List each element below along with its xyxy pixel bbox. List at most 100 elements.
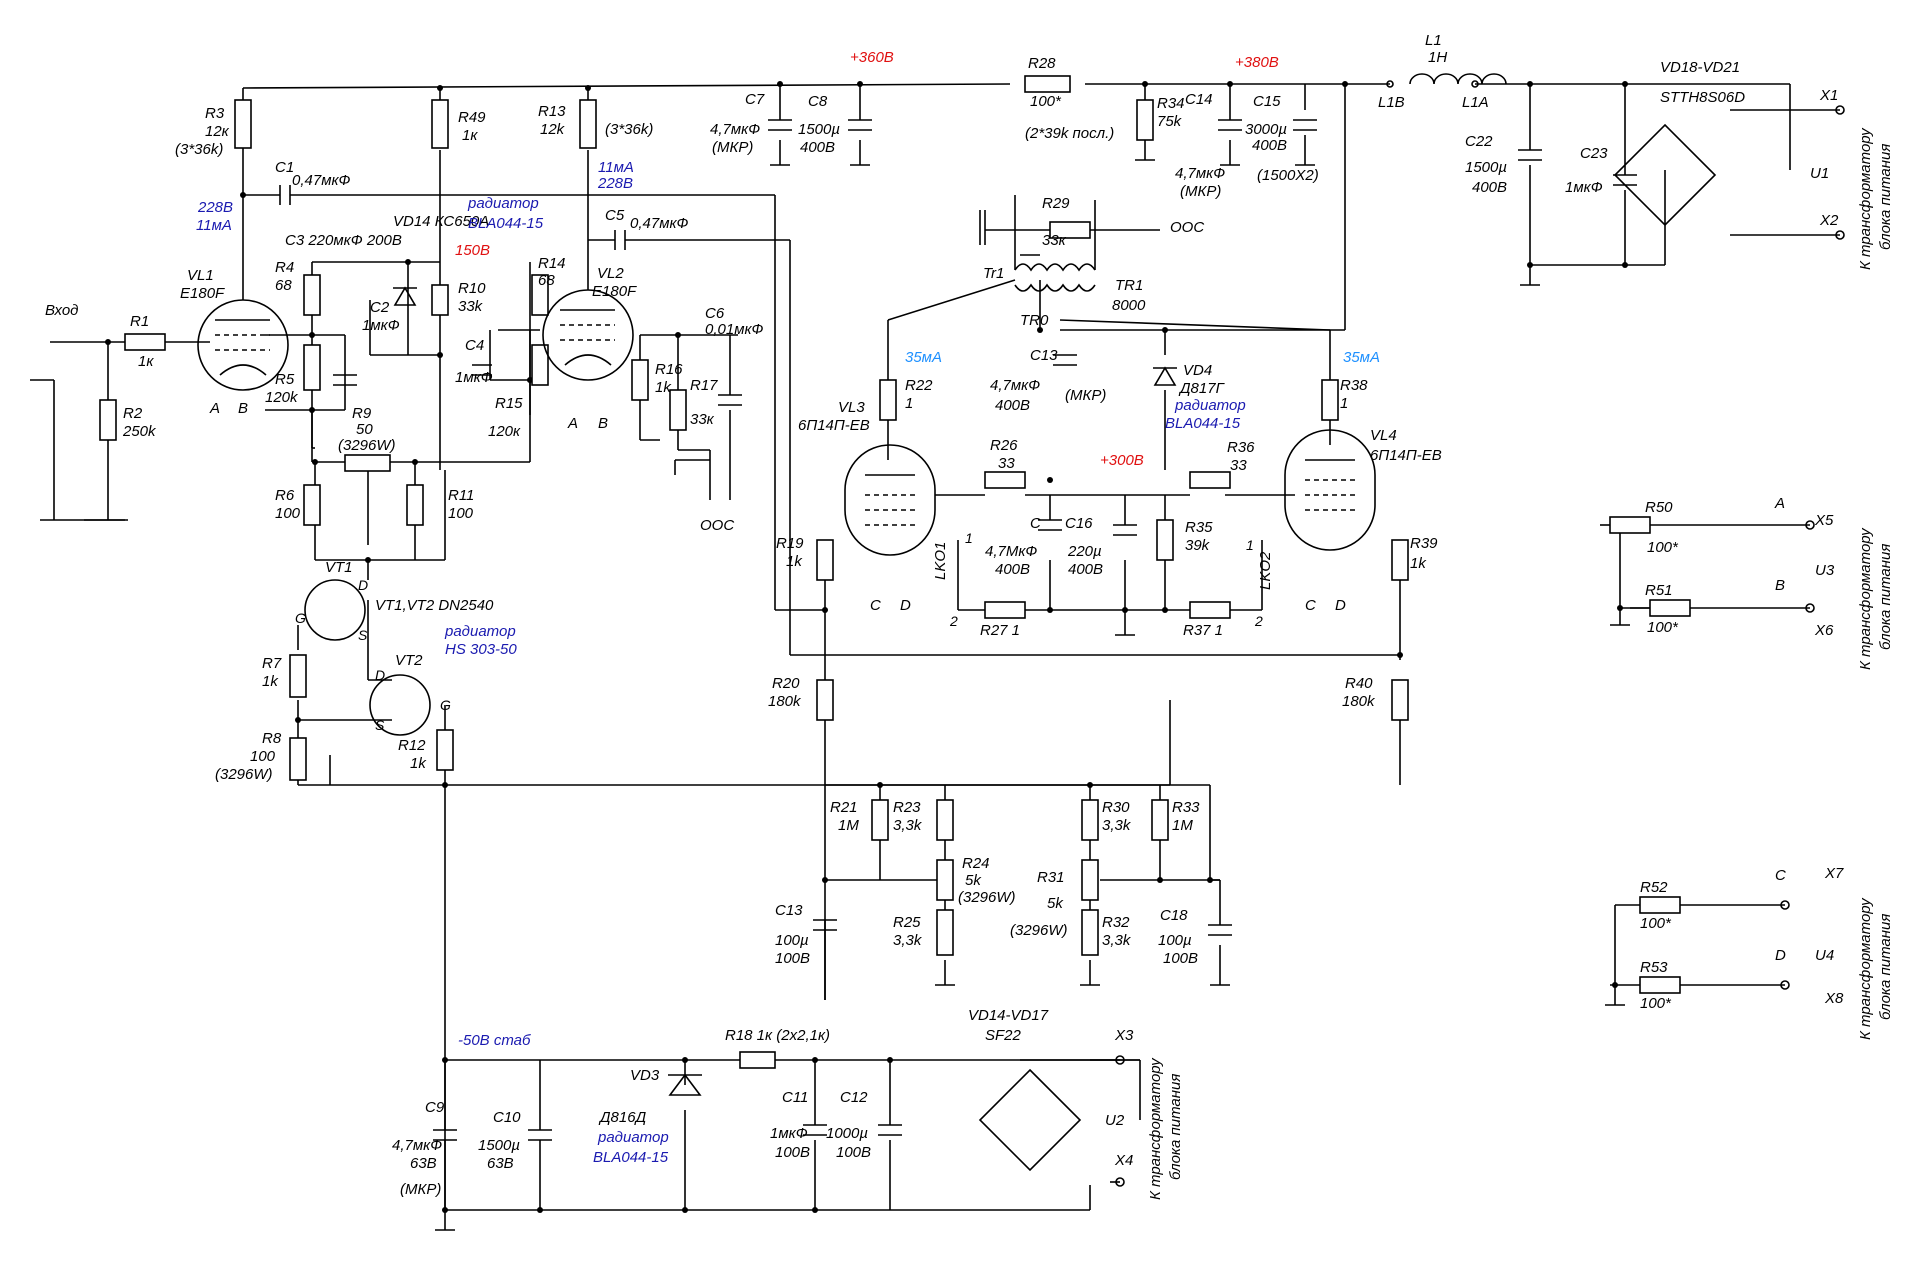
c13b-voltage: 100В xyxy=(775,950,810,967)
r12-value: 1k xyxy=(410,755,427,772)
c4-value: 1мкФ xyxy=(455,369,493,386)
r40-name: R40 xyxy=(1345,675,1373,692)
c14-note: (МКР) xyxy=(1180,183,1221,200)
inductor-l1 xyxy=(1386,73,1507,88)
c11-voltage: 100В xyxy=(775,1144,810,1161)
rail-360v: +360В xyxy=(850,49,894,66)
x6-label: X6 xyxy=(1814,622,1834,639)
r20-value: 180k xyxy=(768,693,802,710)
rail-300v: +300В xyxy=(1100,452,1144,469)
c9-voltage: 63В xyxy=(410,1155,437,1172)
r39-name: R39 xyxy=(1410,535,1438,552)
vl1-pin-b: B xyxy=(238,400,248,417)
c8-value: 1500µ xyxy=(798,121,840,138)
r52-name: R52 xyxy=(1640,879,1668,896)
c5-value: 0,47мкФ xyxy=(630,215,689,232)
r3-note: (3*36k) xyxy=(175,141,223,158)
c18-voltage: 100В xyxy=(1163,950,1198,967)
bridge-top-type: STTH8S06D xyxy=(1660,89,1745,106)
vl1-supply-1: 228В xyxy=(197,199,233,216)
r28-name: R28 xyxy=(1028,55,1056,72)
r33-name: R33 xyxy=(1172,799,1200,816)
c8-voltage: 400В xyxy=(800,139,835,156)
r19-value: 1k xyxy=(786,553,803,570)
r53-value: 100* xyxy=(1640,995,1672,1012)
u4-pin-d: D xyxy=(1775,947,1786,964)
mosfet-symbols xyxy=(304,579,431,736)
oos-label-mid: ООС xyxy=(700,517,734,534)
c5-name: C5 xyxy=(605,207,625,224)
x5-label: X5 xyxy=(1814,512,1834,529)
vl4-type: 6П14П-ЕВ xyxy=(1370,447,1442,464)
vl3-pin-c: C xyxy=(870,597,881,614)
r29-value: 33к xyxy=(1042,232,1067,249)
r18-label: R18 1к (2x2,1к) xyxy=(725,1027,830,1044)
l1-value: 1Н xyxy=(1428,49,1447,66)
c9-value: 4,7мкФ xyxy=(392,1137,442,1154)
vl1-pin-a: A xyxy=(209,400,220,417)
r31-name: R31 xyxy=(1037,869,1065,886)
c-mid-voltage: 400В xyxy=(995,561,1030,578)
r4-value: 68 xyxy=(275,277,292,294)
r19-name: R19 xyxy=(776,535,804,552)
vt2-pin-d: D xyxy=(375,667,385,683)
r49-value: 1к xyxy=(462,127,478,144)
vl4-name: VL4 xyxy=(1370,427,1397,444)
r51-name: R51 xyxy=(1645,582,1673,599)
r10-value: 33k xyxy=(458,298,484,315)
vt1-label: VT1 xyxy=(325,559,353,576)
vt2-pin-g: G xyxy=(440,697,451,713)
r7-value: 1k xyxy=(262,673,279,690)
r7-name: R7 xyxy=(262,655,282,672)
vl2-type: E180F xyxy=(592,283,637,300)
tr1-left-label: Tr1 xyxy=(983,265,1004,282)
c9-note: (МКР) xyxy=(400,1181,441,1198)
r51-value: 100* xyxy=(1647,619,1679,636)
tube-internals xyxy=(215,309,1355,526)
r8-note: (3296W) xyxy=(215,766,273,783)
vl4-current: 35мА xyxy=(1343,349,1380,366)
r17-value: 33к xyxy=(690,411,715,428)
r14-name: R14 xyxy=(538,255,566,272)
c10-value: 1500µ xyxy=(478,1137,520,1154)
x7-label: X7 xyxy=(1824,865,1844,882)
r32-name: R32 xyxy=(1102,914,1130,931)
u1-label: U1 xyxy=(1810,165,1829,182)
l1-name: L1 xyxy=(1425,32,1442,49)
r31-value: 5k xyxy=(1047,895,1064,912)
vd3-type: Д816Д xyxy=(598,1109,647,1126)
r13-note: (3*36k) xyxy=(605,121,653,138)
c7-name: C7 xyxy=(745,91,765,108)
c14-value: 4,7мкФ xyxy=(1175,165,1225,182)
vl2-name: VL2 xyxy=(597,265,624,282)
r36-value: 33 xyxy=(1230,457,1247,474)
tr0-label: TR0 xyxy=(1020,312,1049,329)
vd3-heatsink-model: BLA044-15 xyxy=(593,1149,669,1166)
r29-name: R29 xyxy=(1042,195,1070,212)
tr1-value: 8000 xyxy=(1112,297,1146,314)
vl3-name: VL3 xyxy=(838,399,865,416)
vl2-supply-2: 228В xyxy=(597,175,633,192)
bridge-bottom-name: VD14-VD17 xyxy=(968,1007,1049,1024)
vt-type: VT1,VT2 DN2540 xyxy=(375,597,494,614)
vl1-type: E180F xyxy=(180,285,225,302)
c7-value: 4,7мкФ xyxy=(710,121,760,138)
u3-pin-a: A xyxy=(1774,495,1785,512)
r9-name: R9 xyxy=(352,405,372,422)
u4-pin-c: C xyxy=(1775,867,1786,884)
r23-name: R23 xyxy=(893,799,921,816)
c23-value: 1мкФ xyxy=(1565,179,1603,196)
c9-name: C9 xyxy=(425,1099,445,1116)
r38-value: 1 xyxy=(1340,395,1348,412)
bridge-bottom-type: SF22 xyxy=(985,1027,1022,1044)
r30-name: R30 xyxy=(1102,799,1130,816)
r30-value: 3,3k xyxy=(1102,817,1132,834)
c15-note: (1500X2) xyxy=(1257,167,1319,184)
r38-name: R38 xyxy=(1340,377,1368,394)
tube-envelopes xyxy=(197,289,1376,556)
r40-value: 180k xyxy=(1342,693,1376,710)
r1-value: 1к xyxy=(138,353,154,370)
vt1-pin-s: S xyxy=(358,627,368,643)
x4-label: X4 xyxy=(1114,1152,1133,1169)
r53-name: R53 xyxy=(1640,959,1668,976)
